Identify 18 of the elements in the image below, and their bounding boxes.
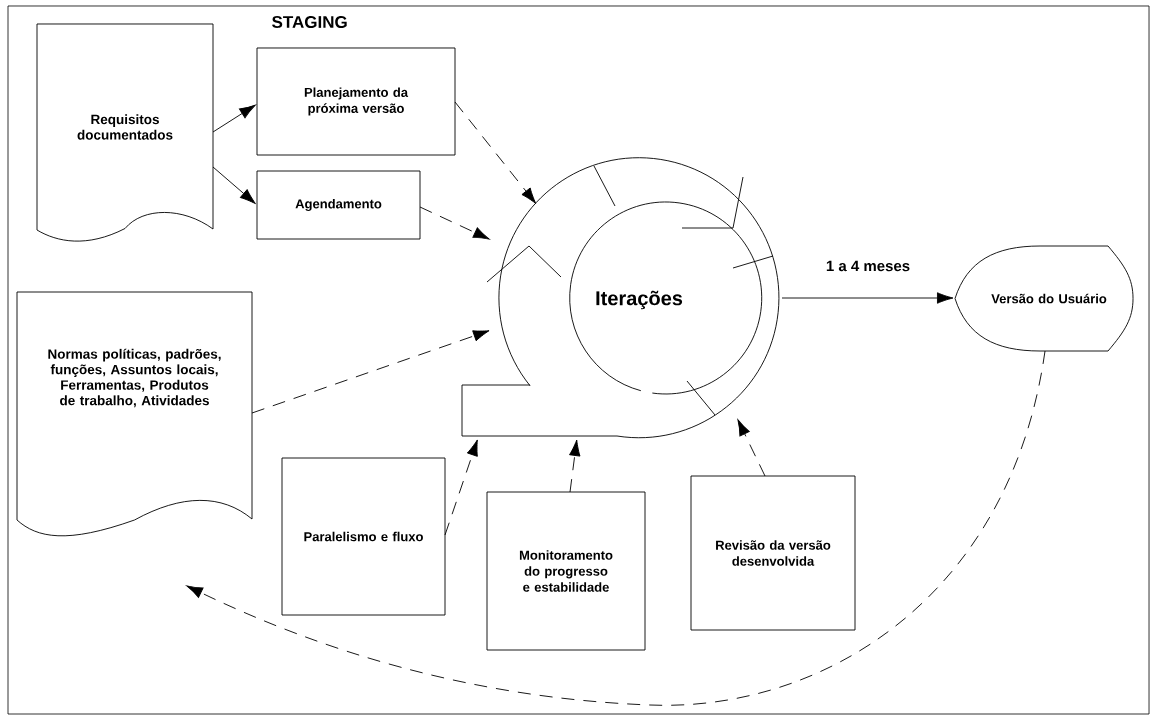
arrow [186, 350, 1046, 706]
arrow [737, 419, 766, 477]
arrow [569, 439, 581, 493]
iteration-spiral: Iterações [461, 157, 780, 439]
arrow [454, 101, 537, 204]
arrow [444, 439, 478, 536]
edge-label: 1 a 4 meses [824, 259, 912, 273]
arrow [419, 206, 490, 240]
arrow [251, 330, 490, 414]
process-box: Paralelismo e fluxo [281, 457, 446, 616]
process-box: Revisão da versão desenvolvida [690, 475, 856, 631]
process-box: Agendamento [256, 170, 421, 240]
arrow [212, 104, 256, 133]
arrow [212, 166, 256, 205]
heading: STAGING [272, 16, 347, 28]
process-box: Monitoramento do progresso e estabilidade [486, 491, 646, 651]
arrow [781, 292, 954, 304]
process-box: Planejamento da próxima versão [256, 47, 456, 156]
